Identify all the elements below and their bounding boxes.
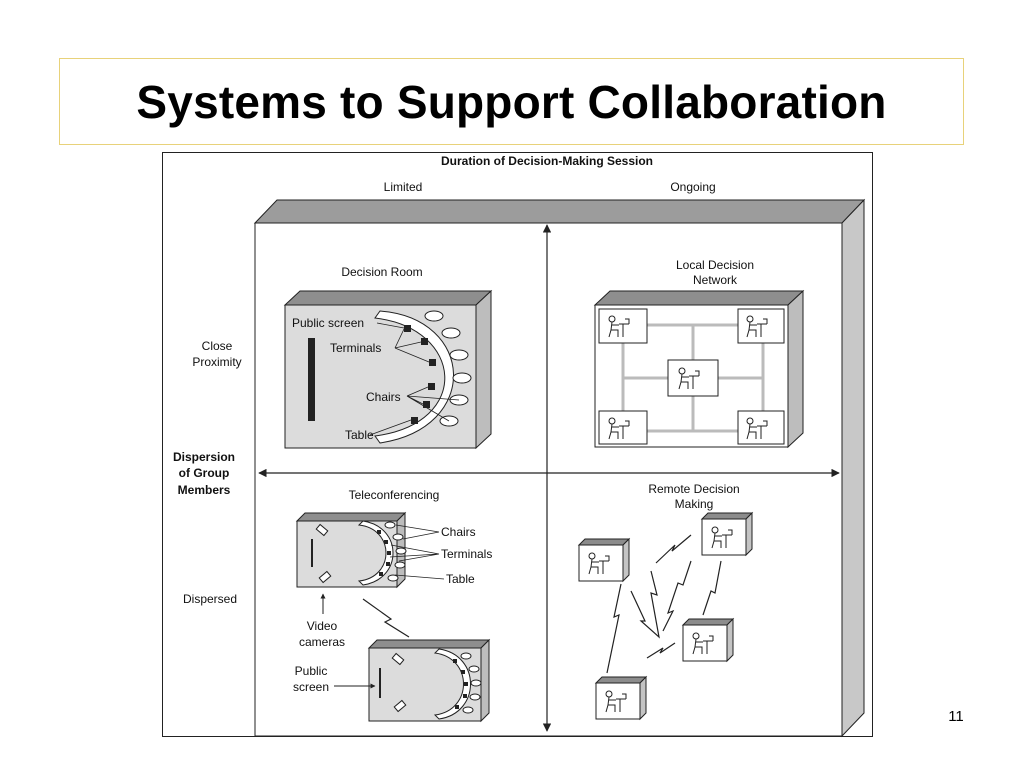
page-number: 11 — [948, 708, 964, 725]
slide-title: Systems to Support Collaboration — [136, 75, 887, 128]
frame-side-face — [841, 198, 865, 738]
diagram-canvas: Duration of Decision-Making Session Limi… — [173, 154, 866, 738]
lightning-icon — [606, 534, 722, 674]
tele-terminals-label: Terminals — [441, 547, 492, 561]
remote-title-1: Remote Decision — [648, 482, 739, 496]
public-screen-label-1: Public — [295, 664, 328, 678]
table-label: Table — [345, 428, 374, 442]
chair-icon — [449, 349, 469, 361]
teleconference-room-2 — [368, 647, 482, 722]
title-box: Systems to Support Collaboration — [59, 58, 964, 145]
row-dispersed-label: Dispersed — [183, 592, 237, 606]
local-network-title-1: Local Decision — [676, 258, 754, 272]
decision-room-quadrant: Decision Room Public screen Termin — [283, 265, 493, 450]
remote-decision-quadrant: Remote Decision Making — [578, 482, 753, 720]
local-network-title-2: Network — [693, 273, 738, 287]
remote-workstation-1 — [578, 538, 630, 582]
terminal-icon — [404, 325, 411, 332]
col-ongoing-label: Ongoing — [670, 180, 715, 194]
axis-left-label-3: Members — [178, 483, 231, 497]
tele-chairs-label: Chairs — [441, 525, 476, 539]
teleconferencing-quadrant: Teleconferencing Chairs Terminals Tab — [293, 488, 492, 723]
col-limited-label: Limited — [384, 180, 423, 194]
terminal-icon — [429, 359, 436, 366]
video-cameras-label-2: cameras — [299, 635, 345, 649]
remote-workstation-4 — [595, 676, 647, 720]
terminal-icon — [423, 401, 430, 408]
video-camera-icon — [315, 523, 329, 537]
teleconferencing-title: Teleconferencing — [349, 488, 440, 502]
chair-icon — [452, 372, 472, 384]
video-camera-icon — [391, 652, 405, 666]
decision-room-title: Decision Room — [341, 265, 422, 279]
public-screen-bar — [308, 338, 315, 421]
video-cameras-label-1: Video — [307, 619, 338, 633]
video-camera-icon — [393, 699, 407, 713]
public-screen-label-2: screen — [293, 680, 329, 694]
axis-left-label-1: Dispersion — [173, 450, 235, 464]
terminal-icon — [411, 417, 418, 424]
collaboration-diagram: Duration of Decision-Making Session Limi… — [162, 152, 873, 738]
remote-title-2: Making — [675, 497, 714, 511]
chairs-label: Chairs — [366, 390, 401, 404]
video-camera-icon — [318, 570, 332, 584]
frame-top-face — [253, 199, 866, 224]
tele-table-label: Table — [446, 572, 475, 586]
remote-workstation-3 — [682, 618, 734, 662]
terminal-icon — [428, 383, 435, 390]
chair-icon — [441, 327, 461, 339]
axis-top-label: Duration of Decision-Making Session — [441, 154, 653, 168]
public-screen-label: Public screen — [292, 316, 364, 330]
lightning-icon — [362, 598, 410, 638]
axis-left-label-2: of Group — [179, 466, 230, 480]
terminal-icon — [421, 338, 428, 345]
row-close-label-1: Close — [202, 339, 233, 353]
remote-workstation-2 — [701, 512, 753, 556]
row-close-label-2: Proximity — [192, 355, 241, 369]
decision-table — [374, 310, 454, 444]
terminals-label: Terminals — [330, 341, 381, 355]
chair-icon — [424, 310, 444, 322]
local-network-quadrant: Local Decision Network — [593, 258, 805, 449]
